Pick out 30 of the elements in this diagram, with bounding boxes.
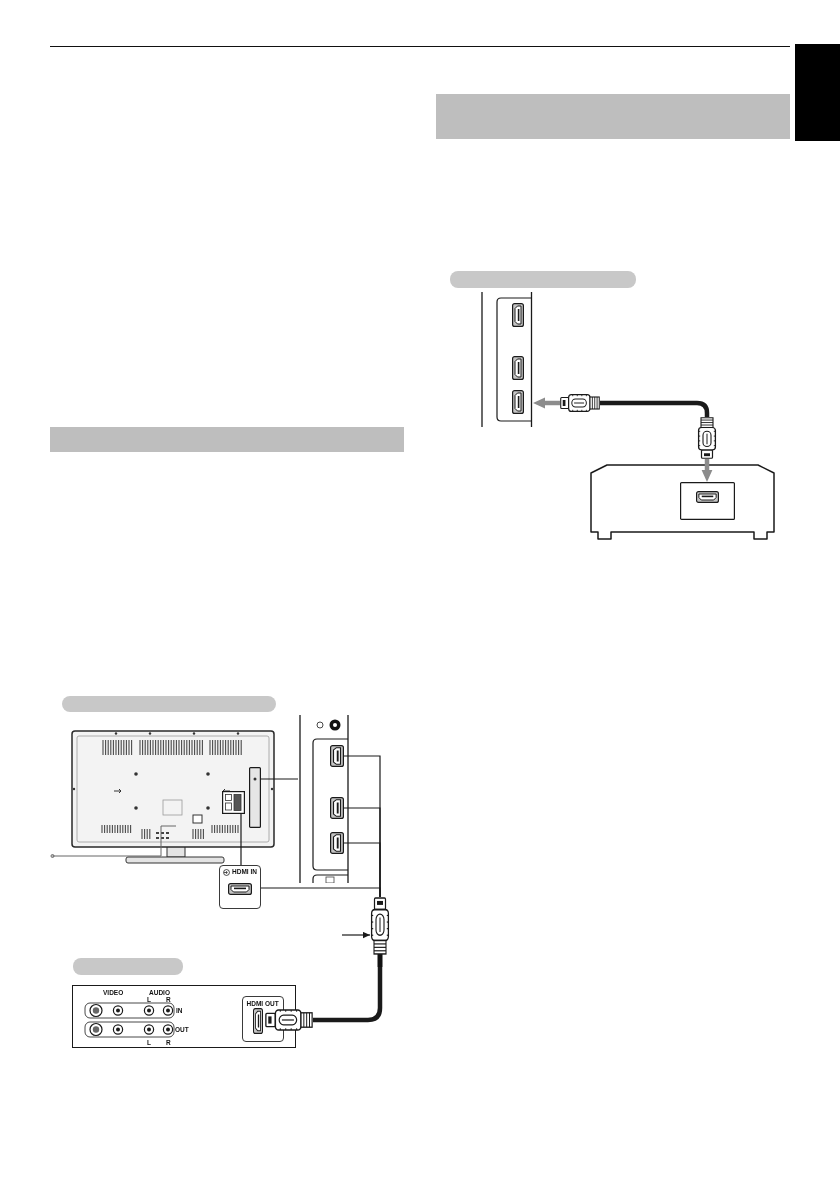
tv-rear-drawing: [50, 729, 278, 865]
hdmi-cable: [313, 967, 383, 1023]
caption-bar: [450, 271, 636, 288]
hdmi-port: [330, 832, 344, 854]
hdmi-port: [330, 745, 344, 767]
connector-line: [260, 887, 381, 898]
pointer-arrow: [341, 931, 371, 939]
terminal-area: [222, 791, 245, 814]
heading-bar: [50, 427, 404, 452]
hdmi-port: [330, 797, 344, 819]
side-tab: [795, 44, 840, 141]
side-panel-drawing: [298, 715, 350, 883]
input-port-panel: [219, 865, 261, 909]
leader-line: [240, 813, 242, 866]
caption-bar: [62, 696, 276, 712]
device-drawing: [590, 464, 775, 540]
insert-arrow: [701, 459, 713, 482]
device-rear-panel: [72, 985, 296, 1048]
caption-bar: [73, 958, 183, 975]
insert-arrow: [533, 397, 560, 409]
hdmi-plug: [265, 1008, 313, 1032]
hdmi-plug: [370, 897, 390, 967]
hdmi-plug: [560, 393, 600, 413]
side-panel-drawing: [480, 292, 533, 427]
hdmi-plug: [697, 417, 717, 459]
leader-line: [260, 778, 299, 780]
side-panel-outline: [249, 767, 261, 828]
hdmi-cable: [600, 400, 710, 417]
heading-bar: [436, 94, 790, 139]
socket-panel: [680, 482, 735, 520]
